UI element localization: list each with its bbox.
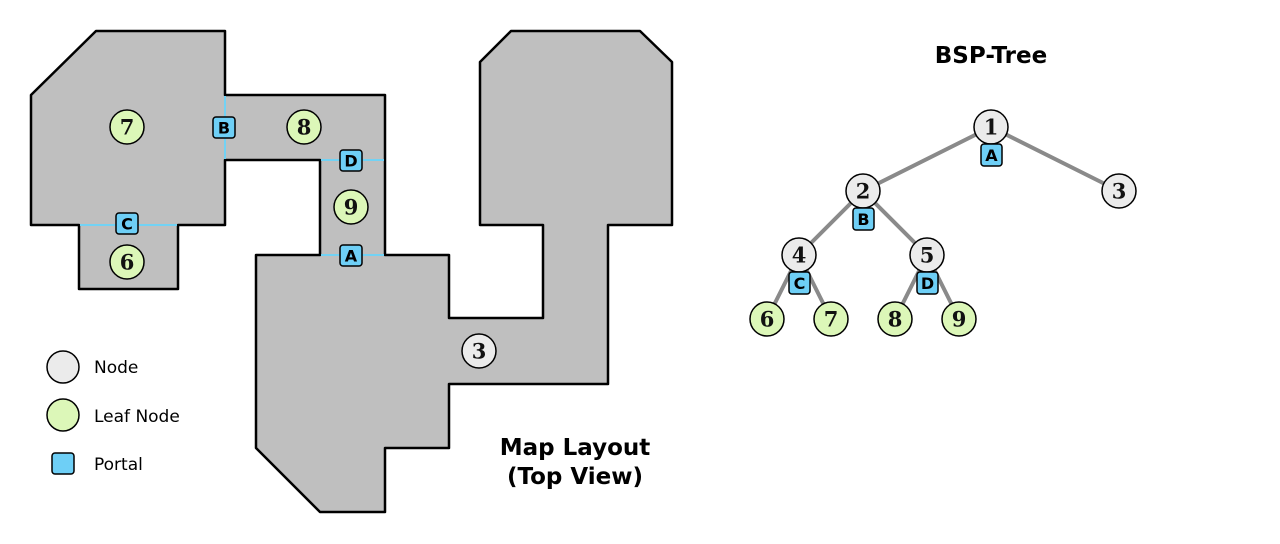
tree-node-1-label: 1 (984, 115, 999, 140)
map-leaf-6-label: 6 (120, 250, 135, 275)
map-leaf-7: 7 (109, 109, 145, 145)
tree-edge-1-3 (989, 125, 1121, 193)
legend-leaf-item: Leaf Node (46, 398, 180, 432)
map-leaf-8-label: 8 (297, 115, 312, 140)
map-leaf-9-label: 9 (344, 195, 359, 220)
legend-portal-label: Portal (94, 455, 143, 475)
legend-node-label: Node (94, 358, 138, 378)
map-portal-b: B (212, 116, 236, 139)
map-node-3-label: 3 (472, 339, 487, 364)
tree-title: BSP-Tree (935, 43, 1047, 69)
map-node-3: 3 (461, 333, 497, 369)
map-portal-a: A (339, 244, 363, 267)
tree-portal-a-label: A (985, 146, 998, 165)
tree-edge-1-2 (861, 125, 993, 193)
tree-leaf-9: 9 (941, 301, 977, 337)
map-portal-d: D (339, 149, 363, 172)
map-leaf-8: 8 (286, 109, 322, 145)
tree-node-5-label: 5 (920, 243, 935, 268)
legend-portal-item: Portal (51, 452, 143, 475)
map-portal-d-label: D (344, 152, 357, 171)
tree-node-4: 4 (781, 237, 817, 273)
map-title-line1: Map Layout (500, 435, 651, 461)
map-title-line2: (Top View) (507, 464, 643, 490)
tree-leaf-6-label: 6 (760, 307, 775, 332)
tree-node-5: 5 (909, 237, 945, 273)
legend-leaf-swatch (46, 398, 80, 432)
tree-node-1: 1 (973, 109, 1009, 145)
tree-leaf-7: 7 (813, 301, 849, 337)
map-room-left (29, 29, 674, 514)
tree-portal-a: A (980, 143, 1003, 167)
tree-node-2: 2 (845, 173, 881, 209)
map-leaf-7-label: 7 (120, 115, 135, 140)
tree-node-3: 3 (1101, 173, 1137, 209)
tree-leaf-6: 6 (749, 301, 785, 337)
legend-leaf-label: Leaf Node (94, 407, 180, 427)
tree-portal-b-label: B (857, 210, 869, 229)
legend-node-swatch (46, 350, 80, 384)
tree-portal-d-label: D (921, 274, 934, 293)
tree-leaf-8: 8 (877, 301, 913, 337)
map-portal-c: C (115, 212, 139, 235)
tree-node-2-label: 2 (856, 179, 871, 204)
tree-portal-b: B (852, 207, 875, 231)
tree-node-3-label: 3 (1112, 179, 1127, 204)
map-layout: 7 8 9 6 3 B C D (29, 29, 674, 514)
map-portal-b-label: B (218, 119, 230, 138)
tree-leaf-9-label: 9 (952, 307, 967, 332)
tree-portal-d: D (916, 271, 939, 295)
tree-portal-c-label: C (794, 274, 806, 293)
map-portal-a-label: A (345, 247, 358, 266)
map-leaf-9: 9 (333, 189, 369, 225)
legend-portal-swatch (51, 452, 75, 475)
legend: Node Leaf Node Portal (46, 350, 180, 475)
legend-node-item: Node (46, 350, 138, 384)
tree-leaf-8-label: 8 (888, 307, 903, 332)
tree-node-4-label: 4 (792, 243, 807, 268)
tree-leaf-7-label: 7 (824, 307, 839, 332)
map-portal-c-label: C (121, 215, 133, 234)
map-leaf-6: 6 (109, 244, 145, 280)
bsp-tree: BSP-Tree 1 2 3 4 (749, 43, 1137, 337)
tree-portal-c: C (788, 271, 811, 295)
tree-edges (765, 125, 1121, 321)
